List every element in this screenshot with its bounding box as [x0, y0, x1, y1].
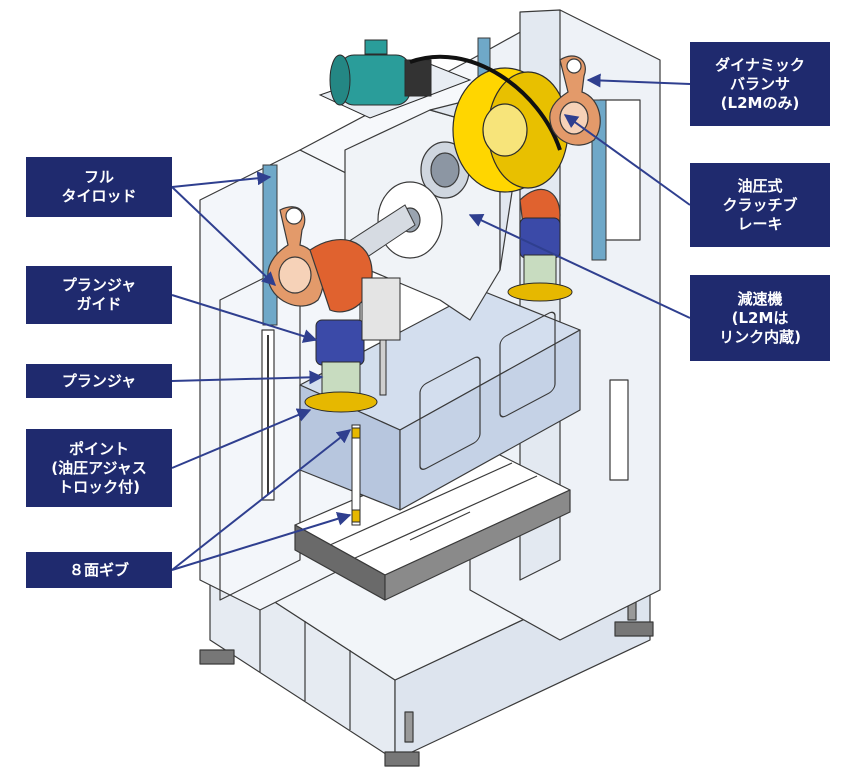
arrow-dynamic-balancer [586, 73, 691, 88]
label-hydraulic-clutch-brake: 油圧式クラッチブレーキ [690, 163, 830, 247]
arrow-reducer [468, 214, 691, 319]
label-plunger: プランジャ [26, 364, 172, 398]
gibs [351, 424, 361, 526]
arrow-gib-1 [171, 429, 352, 571]
bolster [294, 444, 571, 601]
label-full-tie-rod: フルタイロッド [26, 157, 172, 217]
arrow-clutch-brake [563, 114, 691, 206]
motor [318, 39, 472, 119]
flywheel [409, 54, 569, 193]
arrow-plunger [171, 370, 324, 385]
leader-lines [171, 73, 691, 571]
plunger-assembly-right [507, 217, 573, 302]
arrow-point [171, 408, 312, 469]
slide [299, 289, 581, 511]
label-dynamic-balancer: ダイナミックバランサ(L2Mのみ) [690, 42, 830, 126]
left-connecting-rod [267, 206, 373, 313]
arrow-gib-2 [171, 512, 352, 571]
label-plunger-guide: プランジャガイド [26, 266, 172, 324]
arrow-full-tie-rod-2 [171, 186, 277, 286]
label-reducer: 減速機(L2Mはリンク内蔵) [690, 275, 830, 361]
label-point: ポイント(油圧アジャストロック付) [26, 429, 172, 507]
arrow-plunger-guide [171, 294, 318, 343]
arrow-full-tie-rod [171, 171, 272, 188]
label-eight-face-gib: ８面ギブ [26, 552, 172, 588]
plunger-assembly-left [304, 277, 401, 413]
